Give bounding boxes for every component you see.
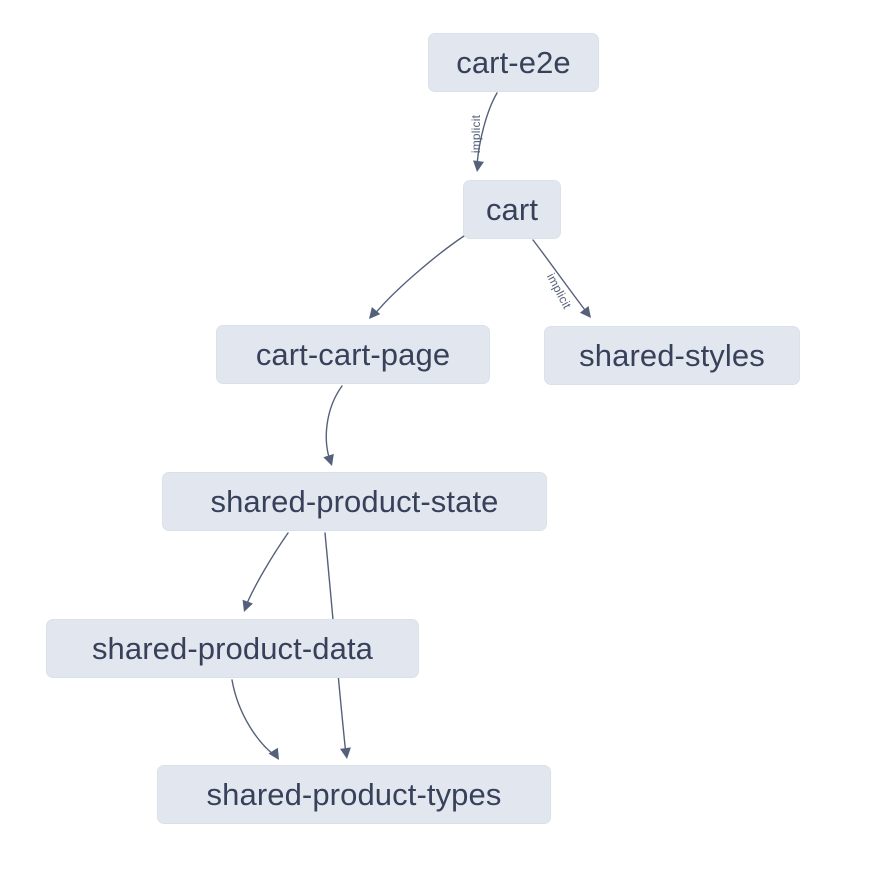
- graph-node-label: shared-product-data: [91, 630, 374, 666]
- graph-node-label: cart: [485, 191, 539, 227]
- graph-node-shared-styles[interactable]: shared-styles: [544, 326, 800, 385]
- arrow-into-product-types-right: [340, 747, 351, 759]
- graph-node-cart[interactable]: cart: [463, 180, 561, 239]
- arrow-into-product-state: [323, 453, 334, 466]
- graph-node-label: cart-cart-page: [255, 336, 451, 372]
- graph-node-label: shared-product-state: [210, 483, 499, 519]
- arrow-into-cart: [473, 160, 484, 172]
- graph-node-shared-product-data[interactable]: shared-product-data: [46, 619, 419, 678]
- arrow-into-cart-cart-page: [369, 307, 381, 319]
- edge-cart-cart-page-to-product-state: [325, 385, 343, 464]
- edge-cart-e2e-to-cart: [476, 92, 498, 166]
- graph-node-shared-product-types[interactable]: shared-product-types: [157, 765, 551, 824]
- graph-node-cart-cart-page[interactable]: cart-cart-page: [216, 325, 490, 384]
- graph-node-label: cart-e2e: [456, 44, 571, 80]
- arrow-into-product-types-left: [268, 747, 279, 760]
- edge-cart-to-cart-cart-page: [372, 235, 465, 317]
- edge-cart-to-shared-styles: [532, 239, 589, 315]
- edge-product-data-to-product-types: [231, 679, 278, 758]
- graph-node-label: shared-styles: [579, 337, 765, 373]
- arrow-into-product-data: [242, 599, 253, 612]
- edge-product-state-to-product-data: [244, 532, 289, 609]
- edge-label-implicit-cart-e2e-cart: implicit: [469, 114, 483, 154]
- graph-node-cart-e2e[interactable]: cart-e2e: [428, 33, 599, 92]
- graph-node-label: shared-product-types: [206, 776, 502, 812]
- arrow-into-shared-styles: [579, 305, 591, 318]
- graph-node-shared-product-state[interactable]: shared-product-state: [162, 472, 547, 531]
